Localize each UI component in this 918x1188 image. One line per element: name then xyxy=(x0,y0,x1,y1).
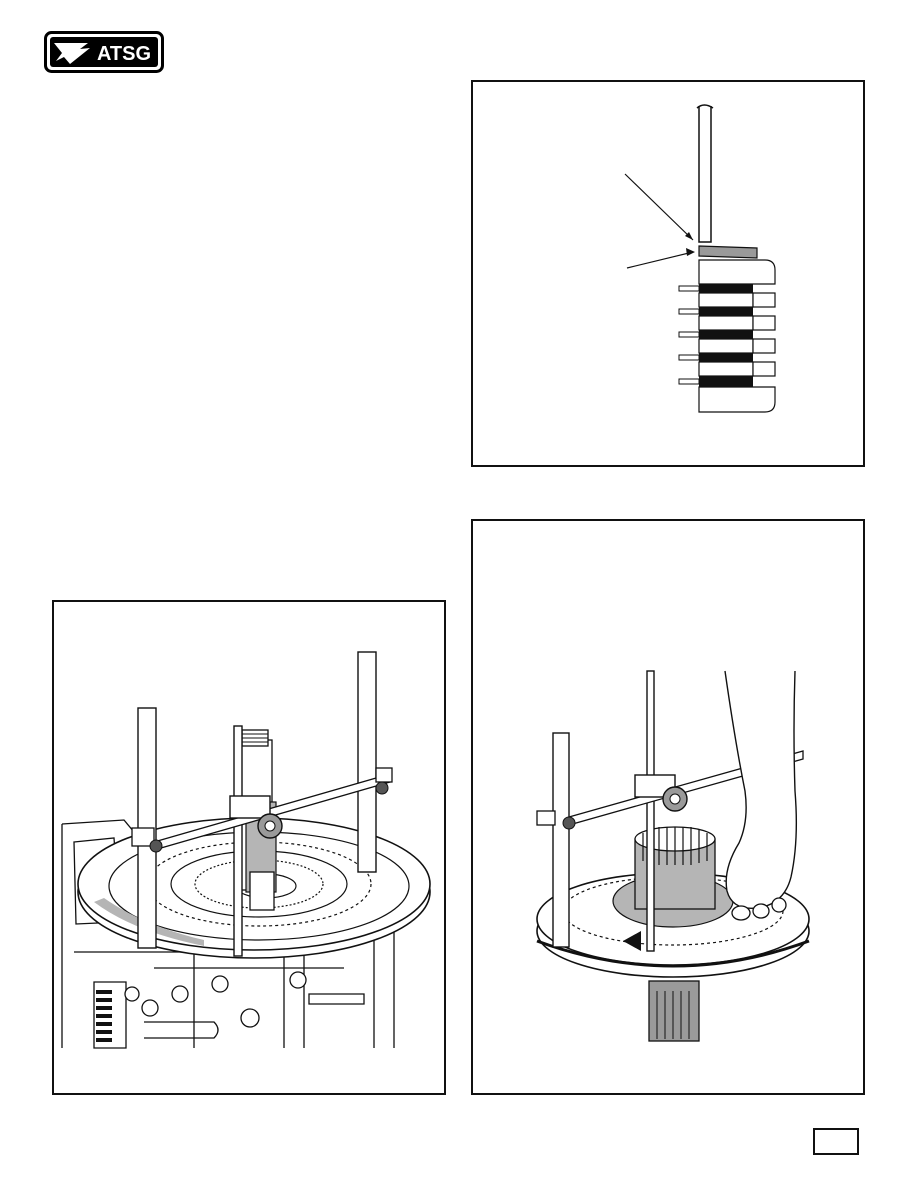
hand-measuring-clearance-drawing xyxy=(536,670,810,1042)
depth-gauge-on-pump-drawing xyxy=(61,651,431,1049)
atsg-eagle-icon: ATSG xyxy=(44,31,164,73)
clutch-pack-shim-diagram xyxy=(624,104,776,413)
page-number-box xyxy=(813,1128,859,1155)
atsg-logo: ATSG xyxy=(44,31,164,73)
measuring-clearance-figure xyxy=(471,519,865,1095)
shim-stack-figure xyxy=(471,80,865,467)
logo-text: ATSG xyxy=(97,43,151,65)
depth-gauge-fixture-figure xyxy=(52,600,446,1095)
